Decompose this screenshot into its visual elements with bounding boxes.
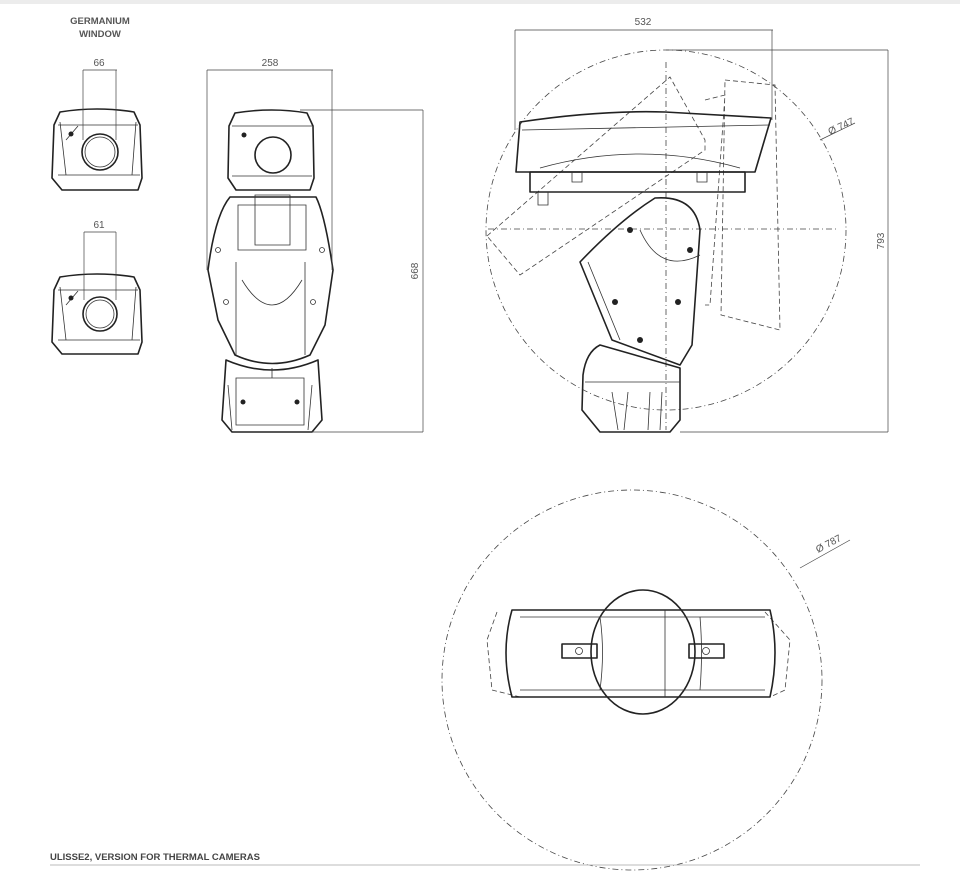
- dim-66: 66: [93, 58, 105, 69]
- page-top-edge: [0, 0, 960, 4]
- dim-668: 668: [410, 262, 421, 279]
- window-view-66: 66: [51, 58, 143, 191]
- side-view: 532 Ø 747 793: [485, 17, 889, 433]
- dim-258: 258: [262, 58, 279, 69]
- top-view: Ø 787: [441, 489, 851, 871]
- dim-diameter-747: Ø 747: [827, 116, 857, 138]
- dim-61: 61: [93, 220, 105, 231]
- figure-caption: ULISSE2, VERSION FOR THERMAL CAMERAS: [50, 852, 260, 863]
- window-view-61: 61: [51, 220, 143, 355]
- front-view: 258 668: [206, 58, 424, 433]
- dim-793: 793: [876, 232, 887, 249]
- germanium-label-line2: WINDOW: [79, 29, 121, 40]
- dim-diameter-787: Ø 787: [814, 533, 844, 556]
- germanium-label-line1: GERMANIUM: [70, 16, 130, 27]
- dim-532: 532: [635, 17, 652, 28]
